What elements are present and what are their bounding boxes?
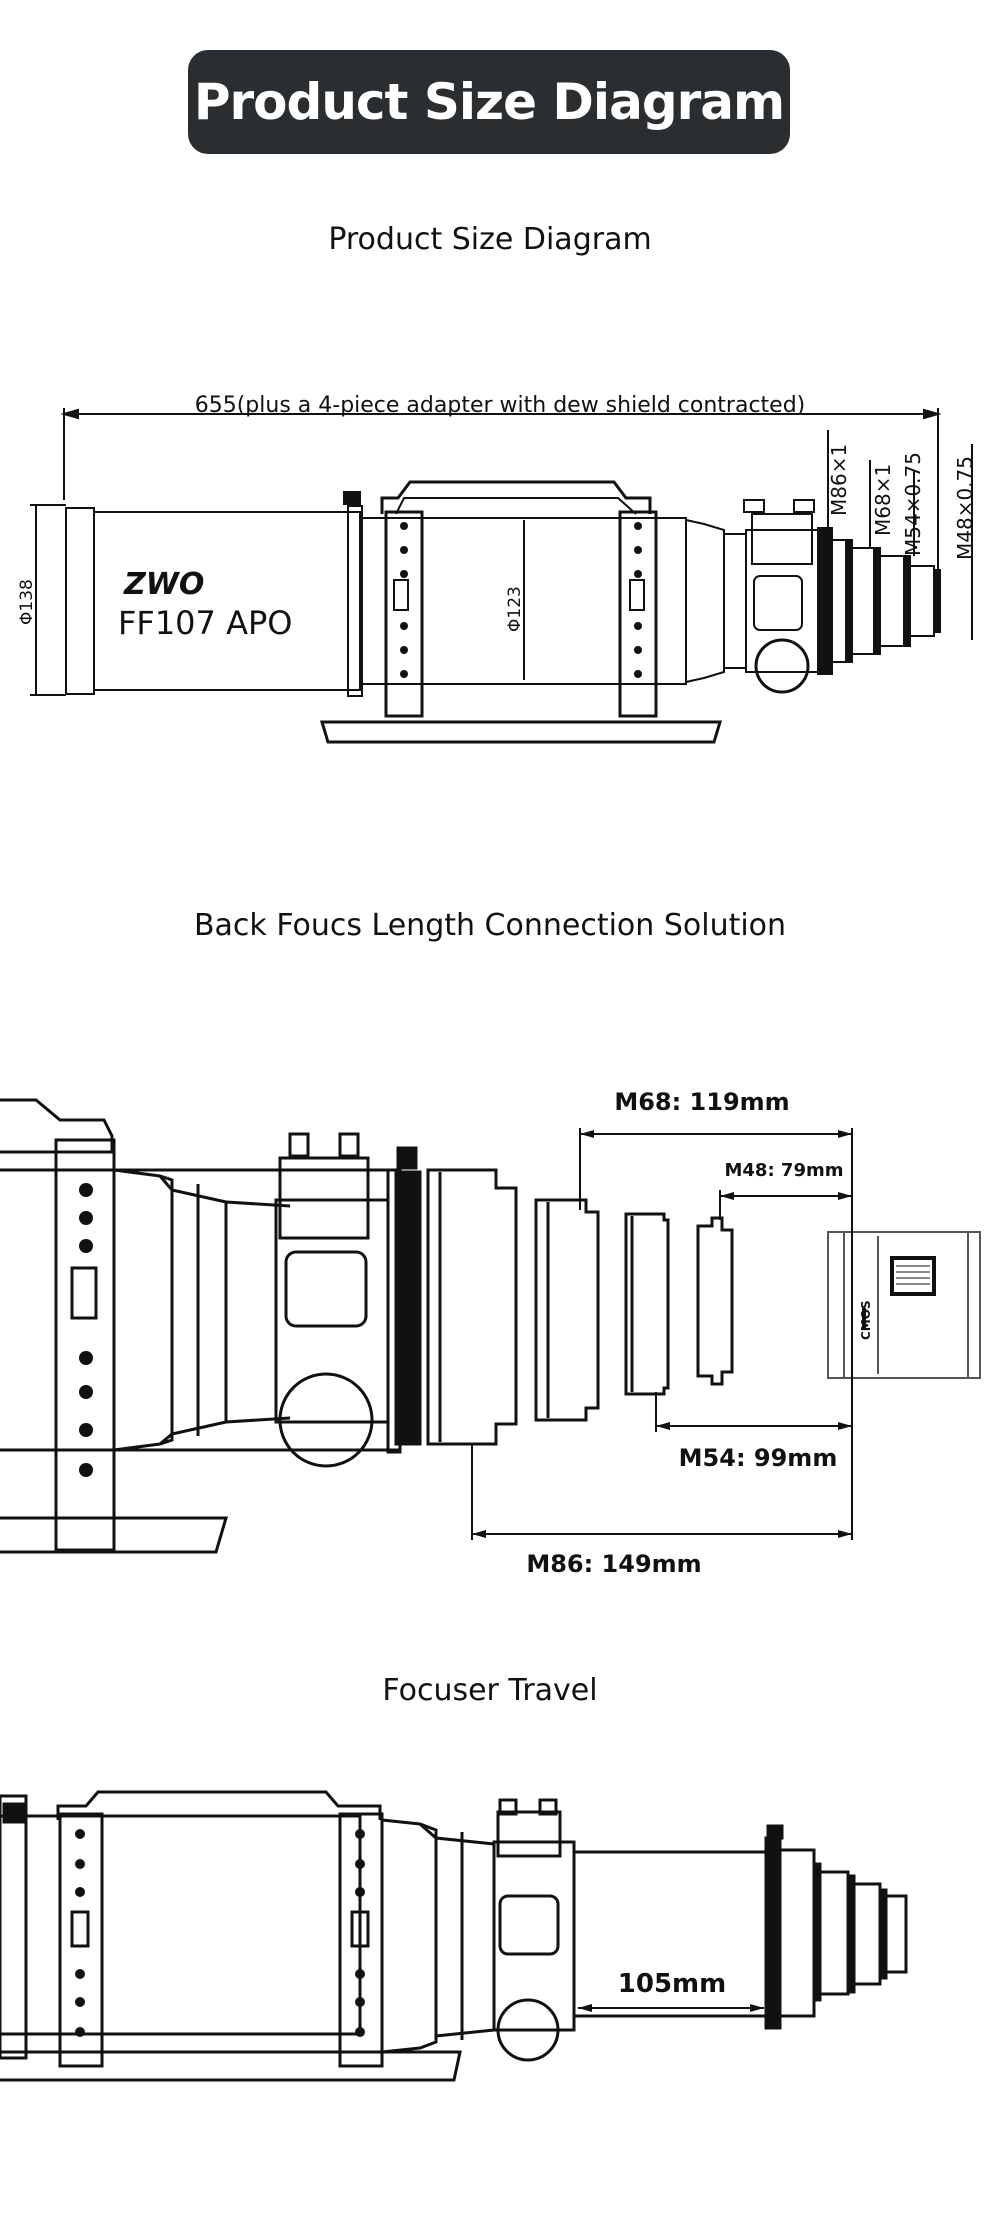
section-title-focuser-travel: Focuser Travel xyxy=(382,1673,598,1708)
main-tube xyxy=(93,511,361,691)
tube-ring-right xyxy=(618,510,658,718)
dew-shield-diameter-label: Φ138 xyxy=(17,579,37,625)
adapter-m48 xyxy=(696,1216,734,1386)
dovetail-plate xyxy=(319,720,723,744)
adapter-m86 xyxy=(426,1168,518,1446)
cmos-camera xyxy=(827,1231,981,1379)
tube-ring-left xyxy=(384,510,424,718)
tube-ring-right xyxy=(338,1812,384,2068)
focuser-travel-diagram: 105mm xyxy=(0,1790,908,2082)
thread-m86-label: M86×1 xyxy=(827,444,851,516)
m48-length-label: M48: 79mm xyxy=(725,1160,844,1181)
m68-length-label: M68: 119mm xyxy=(614,1088,789,1116)
back-focus-diagram: M68: 119mm M48: 79mm M54: 99mm M86: 149m… xyxy=(0,1088,981,1578)
adapter-m68 xyxy=(534,1198,600,1422)
tube-ring-left xyxy=(58,1812,104,2068)
camera-label: CMOS xyxy=(859,1300,873,1340)
tube-ring xyxy=(54,1138,116,1552)
dew-shield xyxy=(65,507,95,695)
thread-m48-label: M48×0.75 xyxy=(953,456,977,560)
tube-diameter-label: Φ123 xyxy=(505,586,525,632)
thread-m54-label: M54×0.75 xyxy=(901,452,925,556)
section-title-back-focus: Back Foucs Length Connection Solution xyxy=(193,908,787,943)
focus-knob xyxy=(278,1372,374,1468)
m86-length-label: M86: 149mm xyxy=(526,1550,701,1578)
focuser-block xyxy=(278,1156,370,1240)
brand-logo: ZWO xyxy=(123,567,204,602)
travel-length-label: 105mm xyxy=(618,1969,726,1999)
adapter-m54 xyxy=(624,1212,670,1396)
m54-length-label: M54: 99mm xyxy=(679,1444,838,1472)
model-name: FF107 APO xyxy=(118,604,292,642)
banner-title: Product Size Diagram xyxy=(193,73,785,131)
header-banner: Product Size Diagram xyxy=(188,50,790,154)
telescope-size-diagram: 655(plus a 4-piece adapter with dew shie… xyxy=(17,393,977,744)
thread-m68-label: M68×1 xyxy=(871,464,895,536)
section-title-size: Product Size Diagram xyxy=(328,222,652,257)
overall-length-label: 655(plus a 4-piece adapter with dew shie… xyxy=(195,393,806,418)
